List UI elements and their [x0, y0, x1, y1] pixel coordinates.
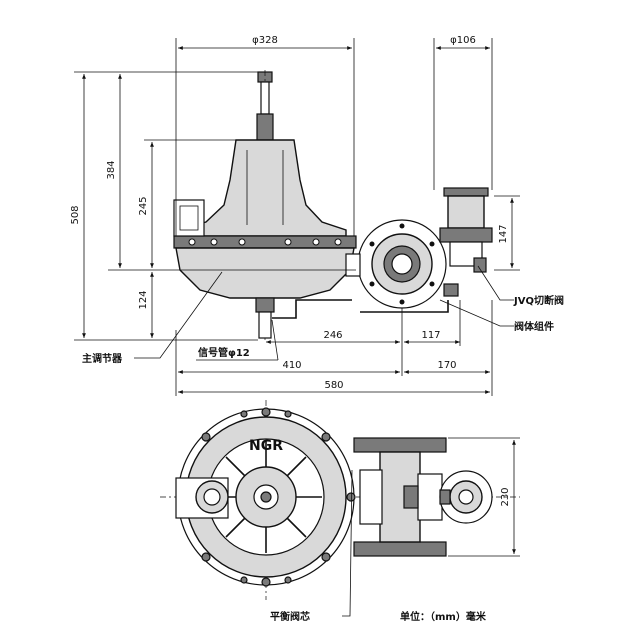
dim-117: 117 [421, 330, 440, 341]
dimension-lines-top [74, 38, 520, 396]
dim-410: 410 [282, 360, 301, 371]
signal-pipe [272, 299, 352, 319]
dimension-texts-top: φ328 φ106 508 384 245 124 147 246 117 41… [70, 35, 509, 391]
label-main-regulator: 主调节器 [82, 352, 123, 365]
spindle-nut [256, 113, 274, 141]
label-unit-note: 单位：（mm）毫米 [400, 610, 487, 623]
plan-jvq [439, 470, 493, 524]
dim-phi328: φ328 [252, 35, 278, 46]
callouts-top: 主调节器 信号管φ12 JVQ切断阀 阀体组件 [82, 265, 564, 365]
dim-508: 508 [70, 205, 81, 224]
dim-580: 580 [324, 380, 343, 391]
dim-phi106: φ106 [450, 35, 476, 46]
dim-245: 245 [138, 196, 149, 215]
diaphragm-flange [173, 235, 357, 249]
dim-124: 124 [138, 290, 149, 309]
dim-384: 384 [106, 160, 117, 179]
plan-valve-body [353, 437, 447, 557]
lower-housing [175, 247, 355, 299]
flange-bolts [188, 238, 342, 246]
label-signal-pipe: 信号管φ12 [198, 346, 250, 359]
side-elevation-view [173, 70, 493, 340]
disc-ribs [210, 441, 322, 553]
jvq-valve [439, 187, 493, 273]
dim-170: 170 [437, 360, 456, 371]
left-boss [173, 199, 205, 237]
dim-147: 147 [498, 224, 509, 243]
valve-body-flange [357, 219, 447, 309]
plan-view: NGR 230 平衡阀芯 单位：（mm）毫米 [160, 400, 520, 623]
bottom-stem [255, 297, 275, 313]
dim-246: 246 [323, 330, 342, 341]
dim-230: 230 [500, 487, 511, 506]
brand-logo: NGR [249, 438, 283, 454]
label-valve-body: 阀体组件 [514, 320, 554, 333]
label-jvq-valve: JVQ切断阀 [513, 294, 564, 307]
label-balance-core: 平衡阀芯 [270, 610, 310, 623]
spindle-rod [260, 81, 270, 115]
